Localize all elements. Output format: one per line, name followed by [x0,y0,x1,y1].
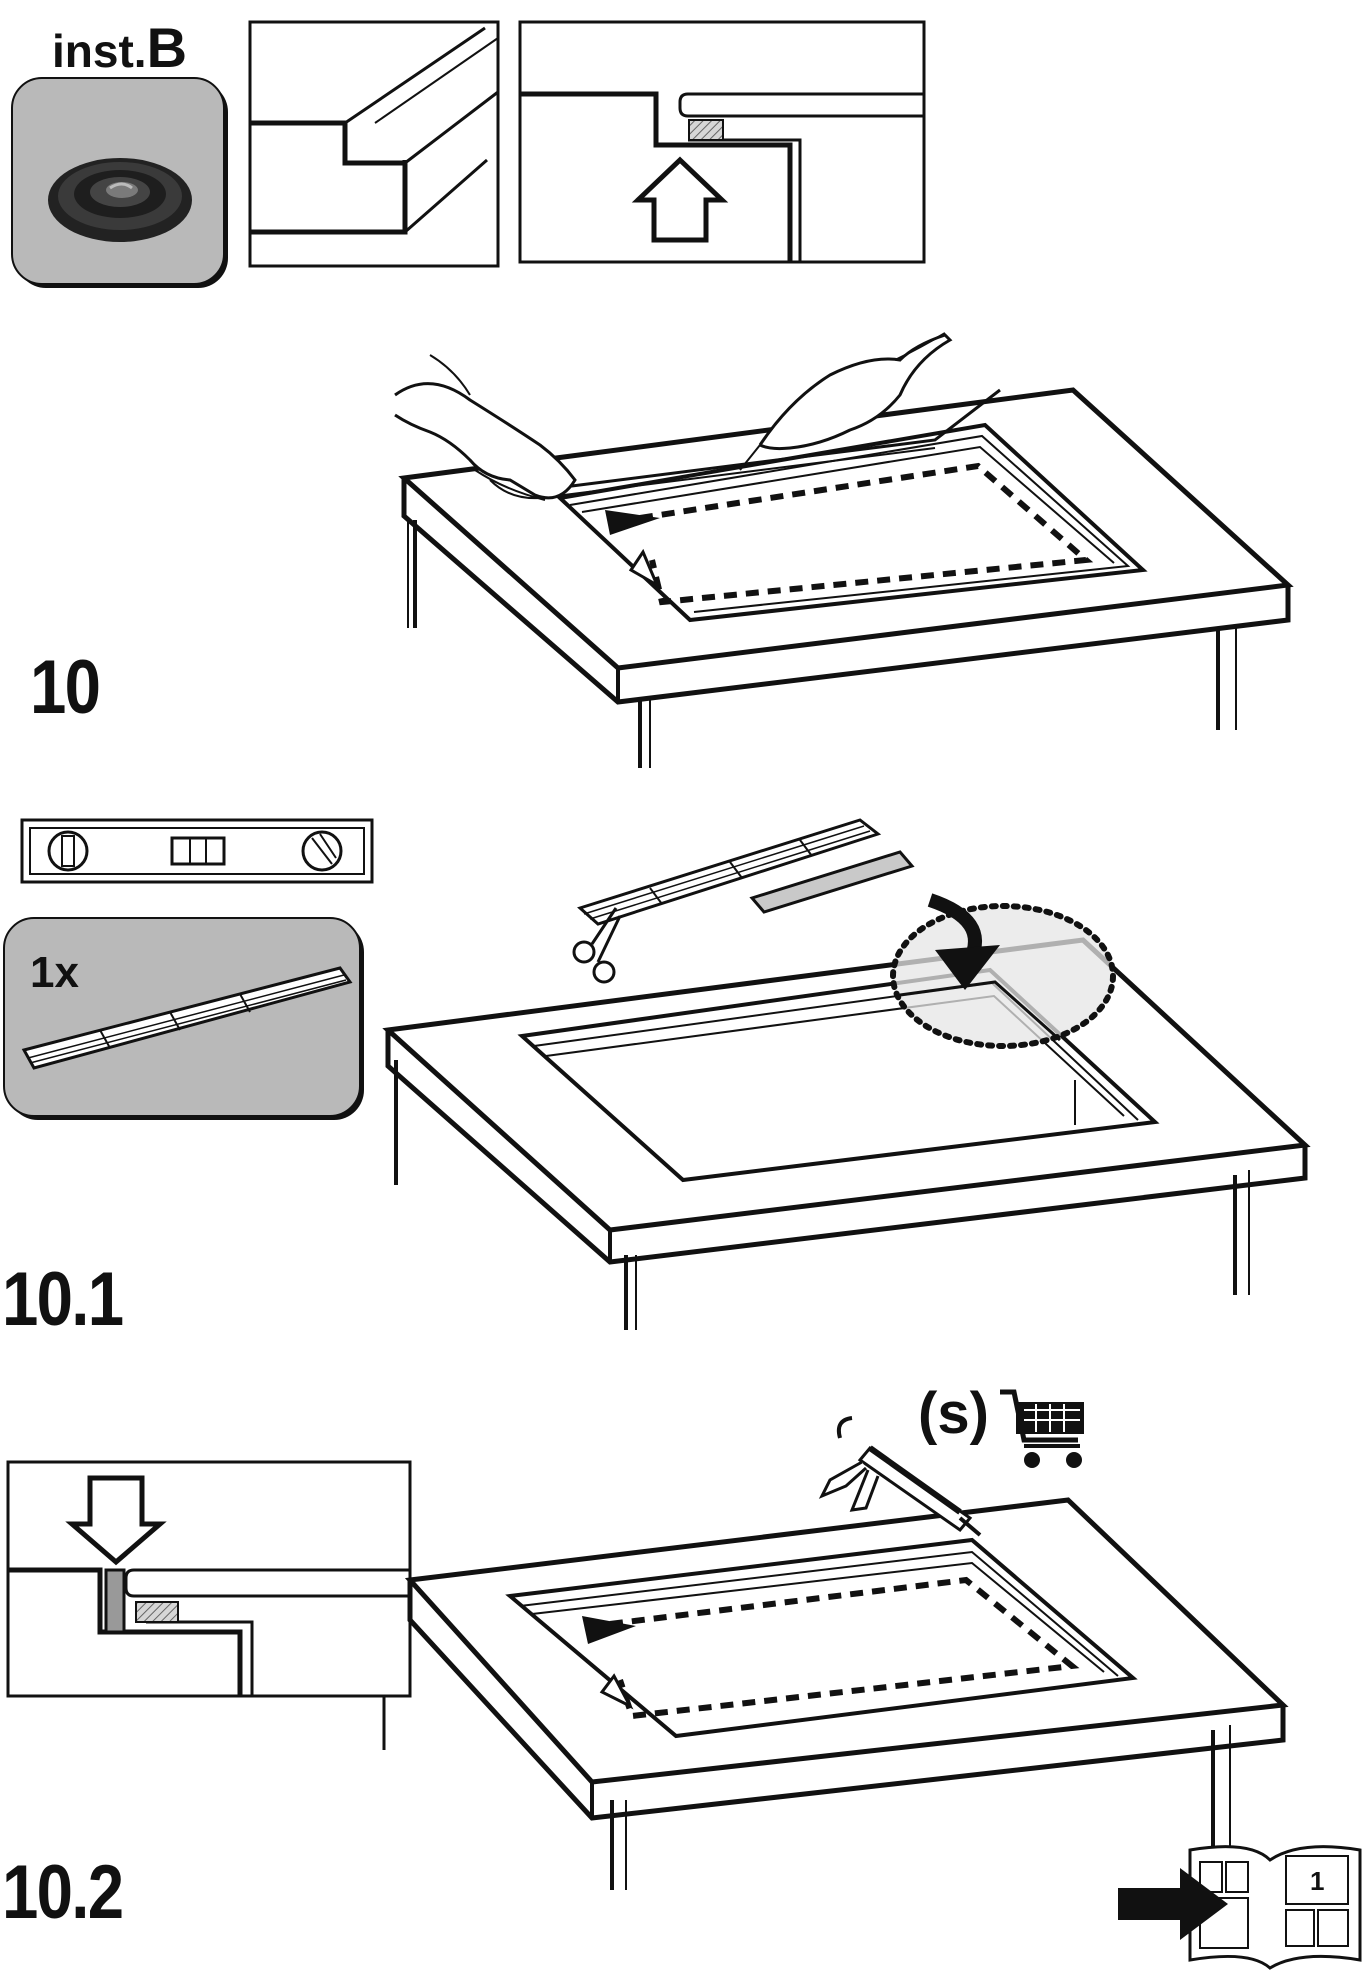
spirit-level-icon [20,818,374,884]
manual-book-icon [1188,1845,1362,1970]
shopping-cart-icon [1000,1389,1084,1468]
caulk-gun-icon [818,1416,982,1537]
supply-label: (s) [918,1381,989,1446]
step-10-1-countertop [382,818,1311,1330]
inst-letter: B [146,16,188,79]
scissors-icon [572,907,622,984]
step-10-countertop [394,332,1294,768]
inst-label: inst.B [52,20,187,76]
rebate-detail-box [248,20,500,268]
tape-placement-detail-box [518,20,926,264]
manual-page-number: 1 [1310,1866,1325,1896]
sealing-tape-roll-icon [11,77,228,288]
pointer-arrow-icon [1118,1868,1228,1940]
step-number-10-2: 10.2 [2,1850,124,1935]
seal-detail-box [6,1460,412,1750]
inst-prefix: inst. [52,25,147,77]
step-10-2-countertop [404,1497,1289,1890]
quantity-label: 1x [30,948,79,997]
step-number-10: 10 [30,645,101,730]
strip-quantity-panel [3,917,364,1120]
step-number-10-1: 10.1 [2,1257,124,1342]
